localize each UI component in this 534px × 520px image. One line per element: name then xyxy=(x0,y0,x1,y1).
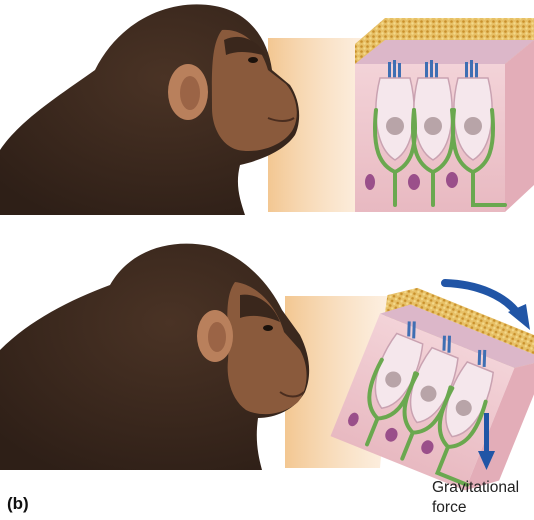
chimp-eye xyxy=(248,57,258,63)
panel-label: (b) xyxy=(7,494,29,514)
chimp-eye xyxy=(263,325,273,331)
chimp-ear-inner xyxy=(208,322,226,352)
force-label-line-2: force xyxy=(432,498,534,518)
hair-cell-nuclei xyxy=(386,117,482,135)
chimp-ear-inner xyxy=(180,76,200,110)
top-panel xyxy=(0,4,534,215)
chimpanzee-head-tilted xyxy=(0,244,309,470)
force-label-line-1: Gravitational xyxy=(432,478,534,498)
tissue-side-face xyxy=(505,40,534,212)
chimpanzee-head-upright xyxy=(0,4,299,215)
bottom-panel xyxy=(0,244,534,501)
gravitational-force-label: Gravitational force xyxy=(432,478,534,518)
tissue-top-face xyxy=(355,40,534,64)
macula-hair-cells-upright xyxy=(355,18,534,212)
